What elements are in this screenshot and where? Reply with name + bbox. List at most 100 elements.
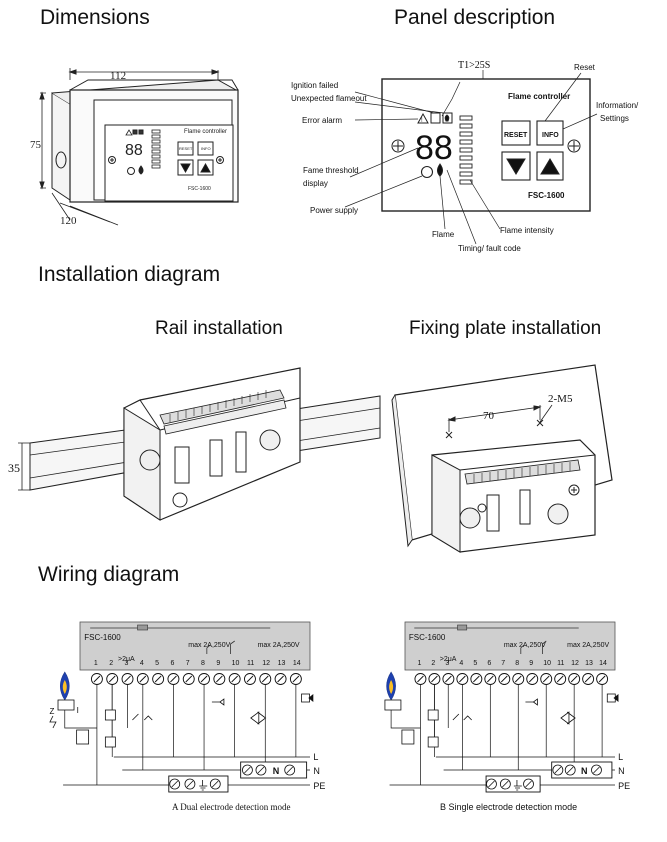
block-screw-slot [502,780,509,788]
block-n-label: N [273,766,280,776]
dim-digits: 88 [125,142,143,159]
panel-description-heading: Panel description [394,6,556,29]
terminal-number: 13 [585,660,593,667]
l-label: L [313,752,318,762]
igniter-icon [211,698,225,706]
screw-slot [445,675,452,683]
threshold-label-2: display [303,179,328,188]
screw-slot [231,675,238,683]
burner-head-icon [384,699,402,711]
terminal-number: 1 [417,660,421,667]
installation-heading: Installation diagram [38,263,221,286]
terminal-number: 1 [94,660,98,667]
terminal-number: 3 [445,660,449,667]
pressure-switch-icon [104,736,116,748]
terminal-number: 8 [201,660,205,667]
rail-height: 35 [8,461,20,475]
rating-label-2: max 2A,250V [567,642,609,649]
dimensions-heading: Dimensions [40,6,150,29]
screw-slot [124,675,131,683]
svg-text:INFO: INFO [201,146,211,151]
fuse-icon [137,624,148,631]
power-supply-label: Power supply [310,206,358,215]
rating-label-1: max 2A,250V [504,642,546,649]
terminal-number: 2 [431,660,435,667]
flame-core-icon [389,680,394,694]
svg-text:!: ! [421,118,423,124]
screw-slot [584,675,592,683]
caption-b: B Single electrode detection mode [440,802,577,812]
screw-slot [200,675,208,683]
fixing-plate-heading: Fixing plate installation [409,318,602,339]
screw-slot [170,675,177,683]
block-screw-slot [257,766,265,774]
screw-slot [185,675,193,683]
terminal-number: 10 [232,660,240,667]
thermostat-icon [104,709,116,721]
thermostat-icon [427,709,439,721]
terminal-number: 5 [473,660,477,667]
threshold-label-1: Fame threshold [303,166,359,175]
block-screw-slot [244,766,251,774]
screw-slot [417,675,424,683]
l-label: L [618,752,623,762]
switch-icon [452,713,472,721]
terminal-number: 7 [186,660,190,667]
reset-button-label: RESET [504,132,528,139]
flame-intensity-label: Flame intensity [500,226,554,235]
electrode-z-label: Z [50,707,55,716]
rail-installation-drawing: 35 [8,367,381,521]
caption-a: A Dual electrode detection mode [172,802,290,812]
panel-digits: 88 [415,129,453,167]
screw-slot [486,675,494,683]
screw-slot [277,675,284,683]
screw-slot [598,675,606,683]
screw-slot [542,675,550,683]
block-screw-slot [212,780,219,788]
igniter-icon [525,698,538,706]
dim-width: 112 [110,70,126,82]
terminal-number: 4 [459,660,463,667]
screw-slot [514,675,522,683]
panel-model: FSC-1600 [528,191,565,200]
block-screw-slot [171,780,178,788]
screw-slot [246,675,254,683]
rail-installation-heading: Rail installation [155,318,283,339]
flame-core-icon [62,680,67,694]
terminal-number: 11 [247,660,254,667]
dim-model: FSC-1600 [188,186,211,192]
terminal-number: 12 [262,660,270,667]
dim-panel-name: Flame controller [184,129,227,135]
ground-icon [199,780,208,791]
terminal-number: 8 [515,660,519,667]
block-screw-slot [286,766,293,774]
terminal-number: 9 [529,660,533,667]
block-screw-slot [186,780,194,788]
screw-slot [292,675,300,683]
rating-label-2: max 2A,250V [258,642,300,649]
switch-icon [132,713,153,721]
terminal-number: 9 [216,660,220,667]
pe-label: PE [313,781,325,791]
fixing-plate-drawing: 70 2-M5 [391,364,613,553]
screw-slot [570,675,578,683]
controller-box [404,621,616,671]
terminal-number: 14 [599,660,607,667]
settings-label: Settings [600,114,629,123]
screw-slot [556,675,564,683]
ignition-failed-label: Ignition failed [291,81,338,90]
terminal-number: 2 [109,660,113,667]
terminal-number: 5 [155,660,159,667]
block-n-label: N [581,766,588,776]
terminal-number: 7 [501,660,505,667]
panel-device-name: Flame controller [508,92,570,101]
current-label: >2μA [440,656,457,663]
information-label: Information/ [596,101,639,110]
terminal-number: 4 [140,660,144,667]
screw-slot [459,675,466,683]
error-alarm-label: Error alarm [302,116,342,125]
dim-height: 75 [30,139,42,151]
dimensions-drawing: Flame controller 88 RESET INFO FSC-1600 … [30,68,239,227]
